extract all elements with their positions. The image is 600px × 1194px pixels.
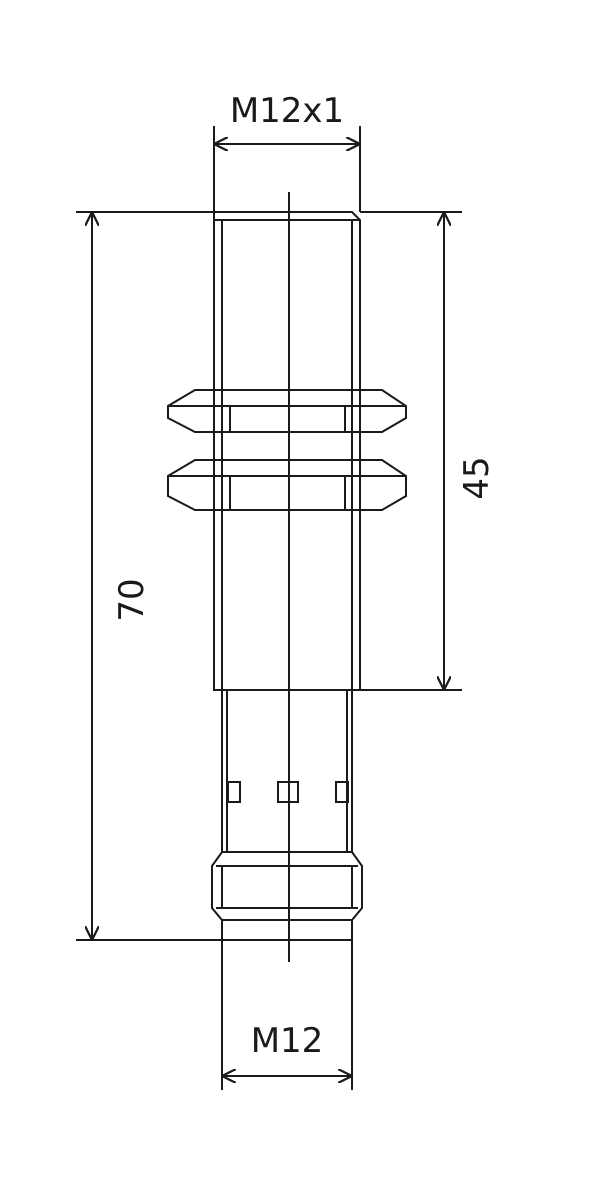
connector-thread-ring xyxy=(211,851,363,921)
label-bottom-thread: M12 xyxy=(251,1021,324,1061)
label-overall-length: 70 xyxy=(112,578,152,621)
lock-nut-lower xyxy=(167,459,407,511)
connector-slot-right xyxy=(335,781,349,803)
label-top-thread: M12x1 xyxy=(230,91,344,131)
lock-nut-upper xyxy=(167,389,407,433)
connector-slot-center xyxy=(277,781,299,803)
upper-housing-outline xyxy=(213,211,361,691)
connector-slot-left xyxy=(227,781,241,803)
label-housing-length: 45 xyxy=(457,456,497,499)
